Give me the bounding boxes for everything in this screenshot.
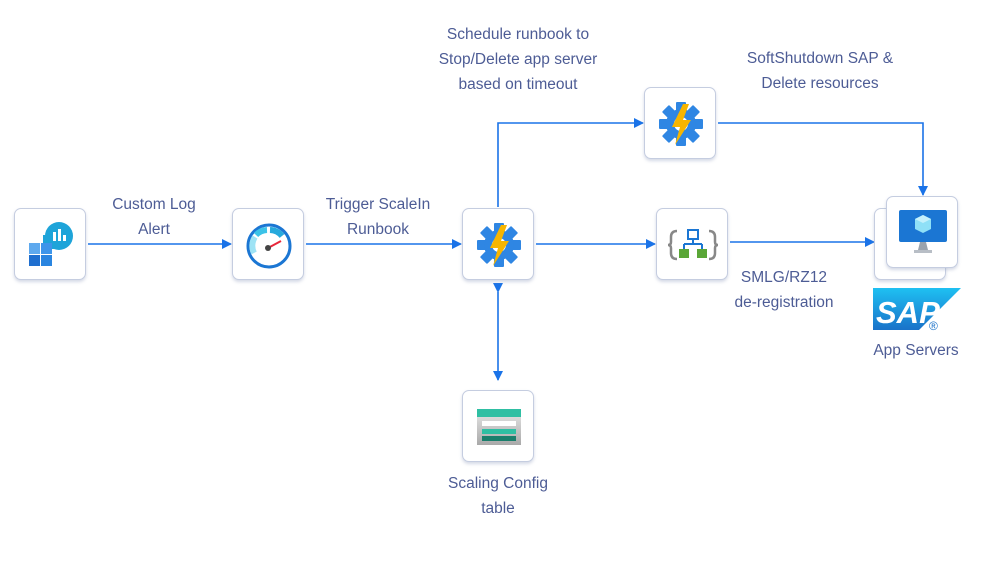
node-log-analytics[interactable] bbox=[14, 208, 86, 280]
label-line: SMLG/RZ12 bbox=[740, 269, 828, 286]
table-storage-icon bbox=[477, 409, 521, 445]
label-line: Schedule runbook to bbox=[446, 26, 590, 43]
logic-app-icon bbox=[667, 229, 719, 261]
node-automation-scheduled[interactable] bbox=[644, 87, 716, 159]
label-line: Scaling Config bbox=[448, 475, 548, 492]
label-line: Alert bbox=[138, 221, 170, 238]
monitor-gauge-icon bbox=[246, 223, 292, 269]
label-line: SoftShutdown SAP & bbox=[746, 50, 894, 67]
sap-logo-text: SAP bbox=[876, 295, 940, 330]
node-logic-app[interactable] bbox=[656, 208, 728, 280]
node-scaling-config-table[interactable] bbox=[462, 390, 534, 462]
label-line: based on timeout bbox=[458, 76, 578, 93]
sap-registered-mark: ® bbox=[929, 319, 938, 332]
virtual-machine-icon bbox=[899, 210, 947, 253]
label-scaling-config: Scaling Config table bbox=[428, 471, 568, 521]
label-schedule-runbook: Schedule runbook to Stop/Delete app serv… bbox=[408, 22, 628, 97]
log-analytics-icon bbox=[29, 222, 73, 266]
automation-gear-bolt-icon bbox=[477, 223, 521, 267]
label-softshutdown: SoftShutdown SAP & Delete resources bbox=[720, 46, 920, 96]
label-line: Delete resources bbox=[761, 75, 879, 92]
label-line: de-registration bbox=[734, 294, 834, 311]
label-line: Custom Log bbox=[112, 196, 196, 213]
sap-logo: SAP ® bbox=[873, 288, 961, 332]
label-app-servers: App Servers bbox=[873, 342, 959, 359]
label-line: Trigger ScaleIn bbox=[325, 196, 431, 213]
edge-runbook-to-scheduled bbox=[497, 118, 644, 207]
node-monitor-alert[interactable] bbox=[232, 208, 304, 280]
automation-gear-bolt-icon bbox=[659, 102, 703, 146]
node-automation-scalein[interactable] bbox=[462, 208, 534, 280]
node-app-servers[interactable] bbox=[886, 196, 958, 268]
label-trigger-scalein: Trigger ScaleIn Runbook bbox=[306, 192, 450, 242]
label-custom-log-alert: Custom Log Alert bbox=[96, 192, 212, 242]
label-smlg: SMLG/RZ12 de-registration bbox=[720, 265, 848, 315]
label-line: Stop/Delete app server bbox=[438, 51, 598, 68]
edge-scheduled-to-appservers bbox=[718, 122, 928, 196]
label-line: table bbox=[481, 500, 515, 517]
label-line: Runbook bbox=[346, 221, 410, 238]
